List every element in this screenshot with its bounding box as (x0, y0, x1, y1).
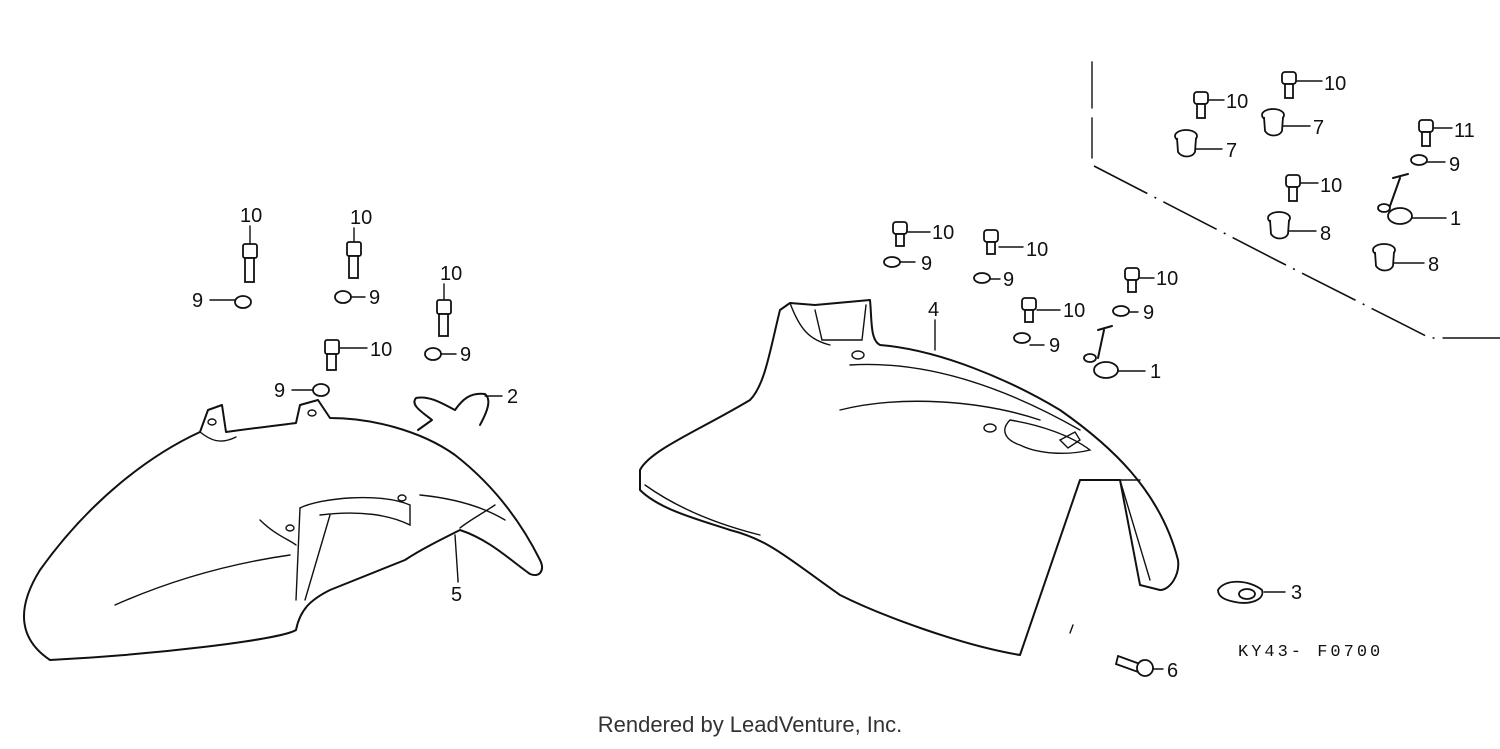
callout-8-detail-a: 8 (1320, 223, 1331, 245)
callout-9-right-b: 9 (1003, 269, 1014, 291)
callout-7-detail-b: 7 (1313, 117, 1324, 139)
bolt-10-right-d (1021, 297, 1037, 323)
bolt-10-left-a (242, 243, 258, 283)
callout-9-left-d: 9 (274, 380, 285, 402)
callout-9-detail: 9 (1449, 154, 1460, 176)
callout-10-right-b: 10 (1026, 239, 1048, 261)
grommet-3 (1217, 580, 1264, 604)
washer-9-left-b (334, 290, 352, 304)
collar-7-detail-a (1174, 129, 1198, 158)
callout-1-right: 1 (1150, 361, 1161, 383)
bolt-10-right-a (892, 221, 908, 247)
callout-9-right-c: 9 (1143, 302, 1154, 324)
callout-10-detail-b: 10 (1324, 73, 1346, 95)
callout-10-left-c: 10 (440, 263, 462, 285)
callout-10-detail-a: 10 (1226, 91, 1248, 113)
collar-8-detail-b (1372, 243, 1396, 272)
callout-7-detail-a: 7 (1226, 140, 1237, 162)
callout-10-right-a: 10 (932, 222, 954, 244)
callout-9-right-a: 9 (921, 253, 932, 275)
clamp-1-right (1083, 325, 1119, 379)
washer-9-left-c (424, 347, 442, 361)
callout-6: 6 (1167, 660, 1178, 682)
screw-6 (1114, 654, 1154, 677)
diagram-code: KY43- F0700 (1238, 643, 1383, 662)
bolt-10-left-b (346, 241, 362, 279)
bolt-10-detail-b (1281, 71, 1297, 99)
callout-2: 2 (507, 386, 518, 408)
detail-boundary (1091, 61, 1500, 339)
washer-9-right-d (1013, 332, 1031, 344)
collar-7-detail-b (1261, 108, 1285, 137)
callout-10-left-b: 10 (350, 207, 372, 229)
bolt-10-right-b (983, 229, 999, 255)
callout-4: 4 (928, 299, 939, 321)
front-fender-right (639, 299, 1180, 656)
washer-9-right-c (1112, 305, 1130, 317)
callout-8-detail-b: 8 (1428, 254, 1439, 276)
clamp-1-detail (1377, 173, 1413, 225)
callout-9-left-b: 9 (369, 287, 380, 309)
bolt-10-left-c (436, 299, 452, 337)
washer-9-left-d (312, 383, 330, 397)
bolt-10-right-c (1124, 267, 1140, 293)
bolt-11-detail (1418, 119, 1434, 147)
washer-9-right-b (973, 272, 991, 284)
footer-credit: Rendered by LeadVenture, Inc. (597, 712, 903, 737)
washer-9-left-a (234, 295, 252, 309)
washer-9-detail (1410, 154, 1428, 166)
callout-10-right-d: 10 (1063, 300, 1085, 322)
bolt-10-detail-a (1193, 91, 1209, 119)
bolt-10-detail-c (1285, 174, 1301, 202)
callout-1-detail: 1 (1450, 208, 1461, 230)
washer-9-right-a (883, 256, 901, 268)
callout-3: 3 (1291, 582, 1302, 604)
front-fender-left (23, 399, 543, 661)
bolt-10-left-d (324, 339, 340, 371)
callout-9-right-d: 9 (1049, 335, 1060, 357)
callout-10-left-a: 10 (240, 205, 262, 227)
left-leaders (209, 225, 503, 583)
collar-8-detail-a (1267, 211, 1291, 240)
callout-10-left-d: 10 (370, 339, 392, 361)
right-leaders (899, 231, 1286, 670)
detail-leaders (1195, 80, 1453, 264)
callout-9-left-c: 9 (460, 344, 471, 366)
callout-9-left-a: 9 (192, 290, 203, 312)
callout-5: 5 (451, 584, 462, 606)
callout-11-detail: 11 (1454, 120, 1475, 142)
callout-10-right-c: 10 (1156, 268, 1178, 290)
callout-10-detail-c: 10 (1320, 175, 1342, 197)
wire-clip-2 (413, 392, 490, 431)
